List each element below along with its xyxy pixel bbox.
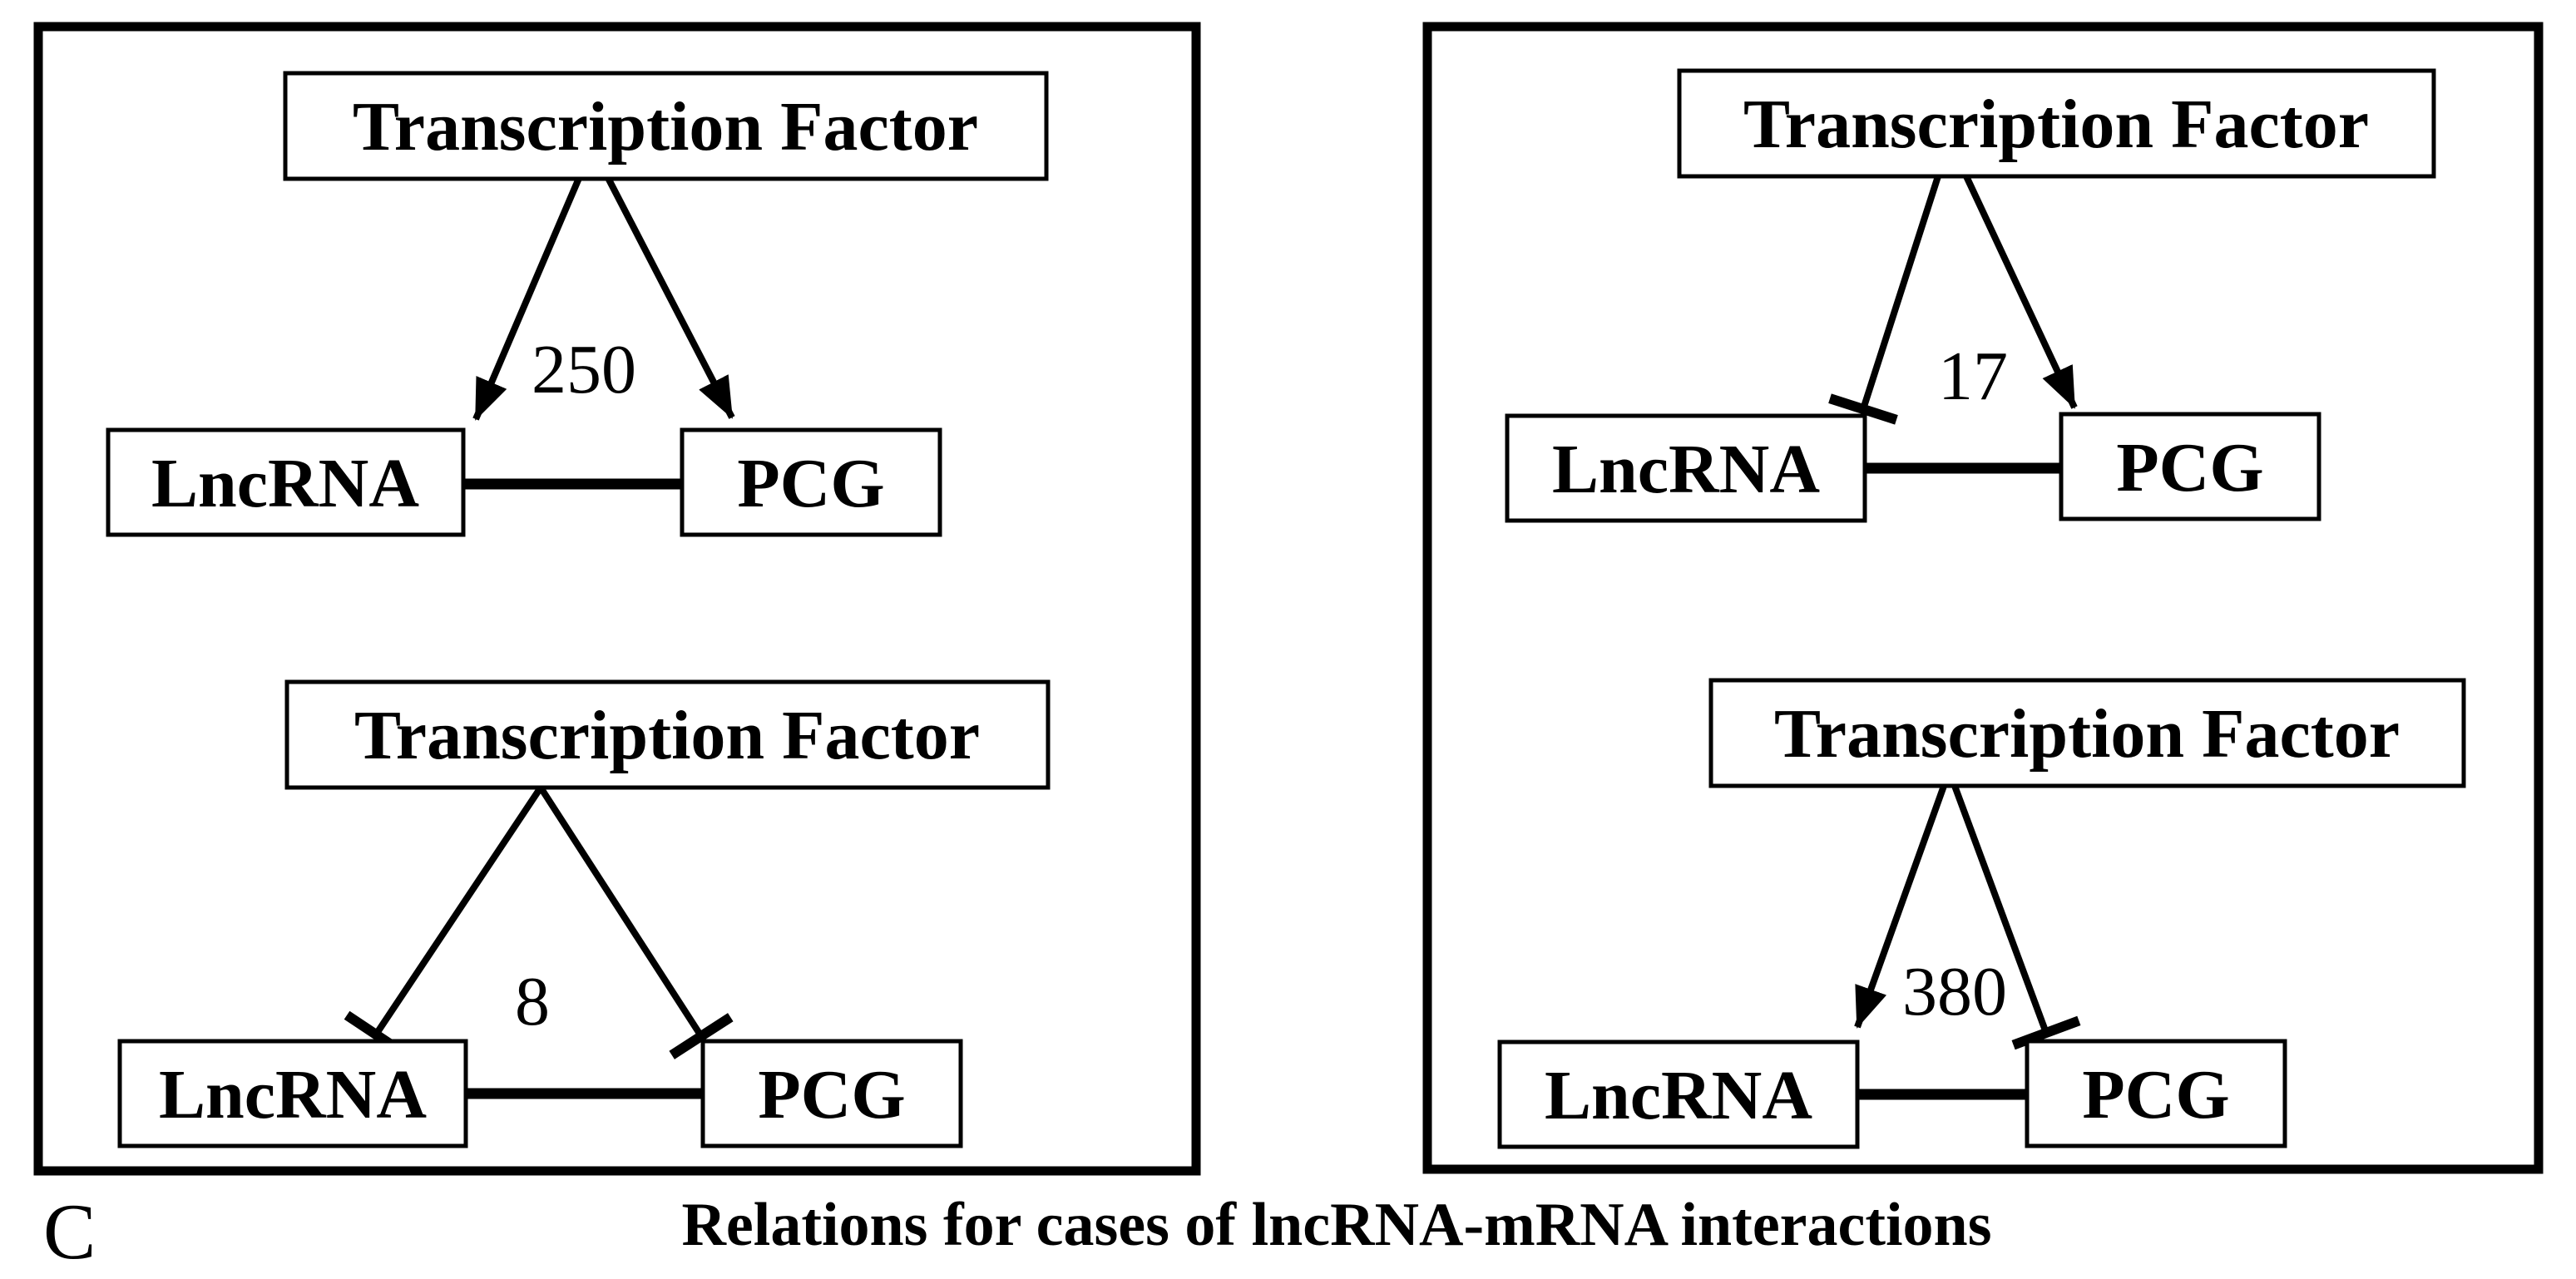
diagram-right-bottom: Transcription Factor LncRNA PCG 380 [1497, 678, 2466, 1149]
panel-letter-label: C [43, 1188, 96, 1276]
interaction-count: 8 [515, 963, 550, 1040]
interaction-count: 17 [1938, 338, 2008, 415]
tf-to-lncrna-activation-arrow [1854, 784, 1947, 1029]
tf-to-pcg-inhibition-edge [537, 785, 734, 1059]
pcg-box [2025, 1039, 2287, 1148]
transcription-factor-label: Transcription Factor [1774, 695, 2400, 773]
interaction-count: 250 [532, 331, 636, 408]
tf-to-lncrna-inhibition-edge [1828, 175, 1941, 425]
tf-to-pcg-inhibition-edge [1951, 784, 2081, 1050]
panel-left-border [33, 22, 1201, 1176]
figure-caption: Relations for cases of lncRNA-mRNA inter… [681, 1191, 1991, 1259]
transcription-factor-box [284, 679, 1051, 790]
pcg-label: PCG [2082, 1056, 2229, 1133]
lncrna-label: LncRNA [1545, 1057, 1812, 1134]
lncrna-box [106, 427, 466, 537]
pcg-label: PCG [2116, 429, 2263, 506]
diagram-left-top: Transcription Factor LncRNA PCG 250 [106, 71, 1049, 537]
tf-to-pcg-activation-arrow [604, 175, 735, 419]
pcg-box [680, 427, 942, 537]
transcription-factor-label: Transcription Factor [353, 88, 978, 165]
diagram-left-bottom: Transcription Factor LncRNA PCG 8 [117, 679, 1051, 1148]
pcg-box [2059, 412, 2321, 521]
lncrna-label: LncRNA [151, 445, 419, 522]
transcription-factor-label: Transcription Factor [1743, 86, 2369, 163]
pcg-label: PCG [737, 445, 884, 522]
panel-left: Transcription Factor LncRNA PCG 250 Tran… [33, 22, 1201, 1176]
transcription-factor-box [1677, 68, 2436, 179]
tf-to-lncrna-activation-arrow [472, 175, 583, 421]
diagram-right-top: Transcription Factor LncRNA PCG 17 [1505, 68, 2436, 523]
pcg-box [700, 1039, 963, 1148]
lncrna-box [1497, 1039, 1860, 1149]
transcription-factor-box [283, 71, 1049, 181]
lncrna-box [1505, 413, 1867, 523]
interaction-count: 380 [1902, 953, 2007, 1030]
lncrna-box [117, 1039, 468, 1148]
panel-right-border [1422, 22, 2544, 1174]
panel-right: Transcription Factor LncRNA PCG 17 Trans… [1422, 22, 2544, 1174]
lncrna-label: LncRNA [1552, 431, 1820, 508]
pcg-label: PCG [758, 1056, 905, 1133]
tf-to-pcg-activation-arrow [1963, 175, 2078, 409]
transcription-factor-box [1708, 678, 2466, 788]
tf-to-lncrna-inhibition-edge [344, 785, 544, 1059]
transcription-factor-label: Transcription Factor [354, 697, 980, 774]
lncrna-label: LncRNA [159, 1056, 427, 1133]
